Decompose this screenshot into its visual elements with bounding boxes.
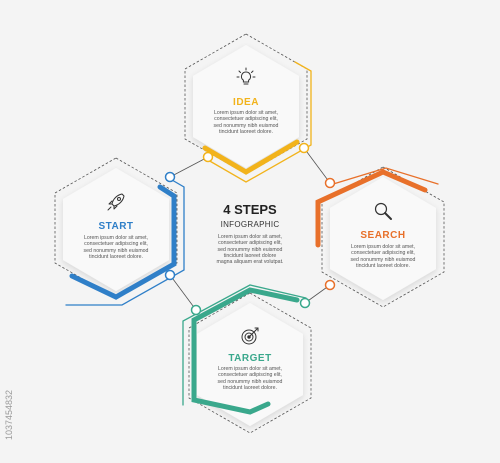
idea-description: Lorem ipsum dolor sit amet, consectetuer… [201, 110, 291, 135]
center-description-line: sed nonummy nibh euismod [217, 246, 283, 253]
center-description: Lorem ipsum dolor sit amet, consectetuer… [196, 234, 304, 265]
search-description-line: tincidunt laoreet dolore. [356, 262, 410, 269]
idea-title: IDEA [233, 97, 259, 108]
target-description-line: Lorem ipsum dolor sit amet, [217, 366, 282, 372]
start-description-line: Lorem ipsum dolor sit amet, [83, 235, 148, 241]
target-description-line: sed nonummy nibh euismod [217, 378, 283, 385]
center-description-line: magna aliquam erat volutpat. [216, 259, 284, 266]
start-description: Lorem ipsum dolor sit amet, consectetuer… [71, 235, 161, 260]
search-title: SEARCH [360, 230, 406, 241]
target-description-line: tincidunt laoreet dolore. [223, 384, 277, 391]
start-description-line: consectetuer adipiscing elit, [84, 241, 148, 248]
search-description-line: consectetuer adipiscing elit, [351, 250, 415, 257]
start-card [63, 168, 169, 291]
target-description: Lorem ipsum dolor sit amet, consectetuer… [205, 366, 295, 391]
center-description-line: consectetuer adipiscing elit, [218, 240, 282, 247]
center-description-line: tincidunt laoreet dolore [223, 252, 277, 259]
search-description-line: Lorem ipsum dolor sit amet, [350, 244, 415, 250]
idea-card [193, 45, 299, 168]
center-title: 4 STEPS [223, 202, 277, 217]
lightbulb-icon [236, 67, 256, 85]
connector-nodes [164, 142, 336, 316]
start-description-line: sed nonummy nibh euismod [83, 247, 149, 254]
center-description-line: Lorem ipsum dolor sit amet, [217, 234, 282, 240]
idea-description-line: tincidunt laoreet dolore. [219, 128, 273, 135]
search-accent [315, 167, 439, 248]
target-accent [182, 284, 307, 415]
idea-description-line: Lorem ipsum dolor sit amet, [213, 110, 278, 116]
idea-description-line: consectetuer adipiscing elit, [214, 116, 278, 123]
target-description-line: consectetuer adipiscing elit, [218, 372, 282, 379]
rocket-icon [107, 193, 125, 211]
target-title: TARGET [228, 353, 272, 364]
start-accent [65, 179, 185, 306]
center-subtitle: INFOGRAPHIC [220, 220, 280, 229]
search-description-line: sed nonummy nibh euismod [350, 256, 416, 263]
start-description-line: tincidunt laoreet dolore. [89, 253, 143, 260]
idea-accent [202, 61, 312, 183]
search-card [330, 177, 436, 300]
magnifier-icon [374, 202, 392, 220]
target-card [197, 303, 303, 426]
start-title: START [98, 221, 134, 232]
stock-id-watermark: 1037454832 [4, 389, 14, 440]
search-description: Lorem ipsum dolor sit amet, consectetuer… [338, 244, 428, 269]
target-icon [241, 327, 259, 345]
idea-description-line: sed nonummy nibh euismod [213, 122, 279, 129]
